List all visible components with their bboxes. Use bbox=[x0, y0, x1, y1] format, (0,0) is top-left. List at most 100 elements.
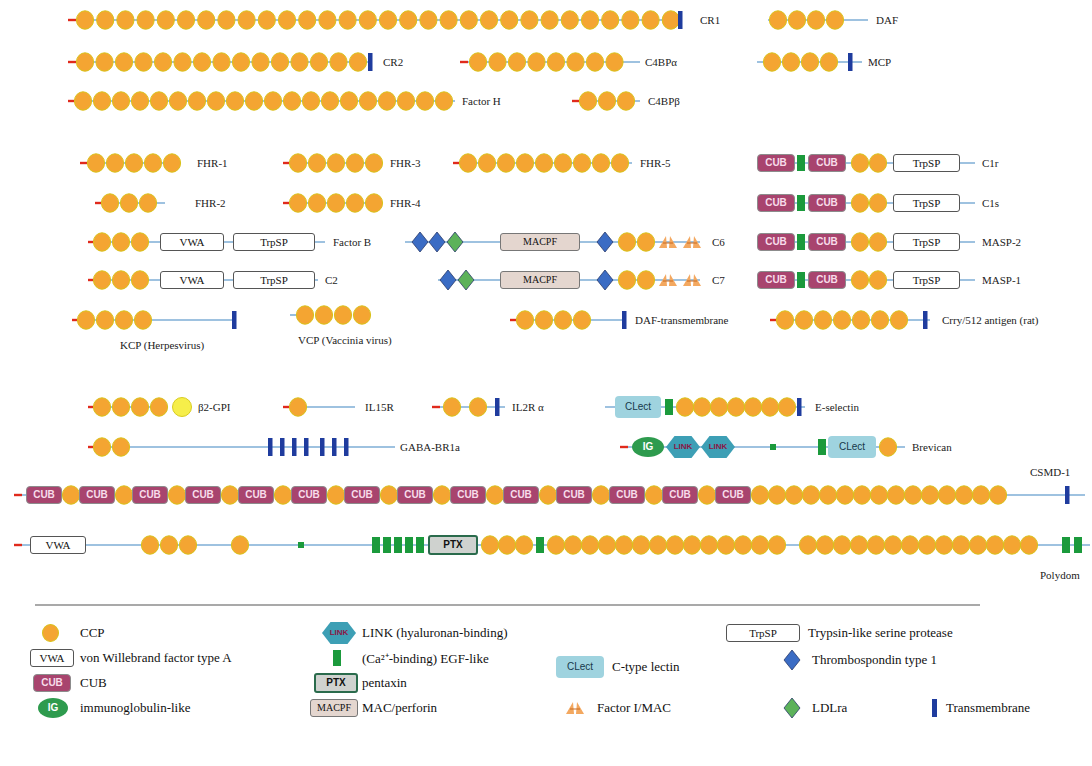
ccp-module bbox=[310, 53, 327, 71]
cub-domain: CUB bbox=[662, 486, 698, 504]
ccp-module bbox=[508, 53, 525, 71]
ccp-module bbox=[188, 92, 205, 110]
transmembrane-bar bbox=[304, 438, 309, 456]
ccp-module bbox=[274, 486, 291, 504]
ccp-module bbox=[131, 398, 148, 416]
domain-name: CUB bbox=[139, 490, 161, 500]
domain-name: CUB bbox=[816, 237, 838, 247]
ccp-module bbox=[870, 486, 887, 504]
ccp-module bbox=[744, 398, 761, 416]
domain-name: CUB bbox=[510, 490, 532, 500]
clect-domain: CLect bbox=[556, 656, 604, 678]
hexagon-shape bbox=[666, 436, 700, 458]
protein-name: DAF bbox=[876, 14, 898, 26]
protein-name: MCP bbox=[868, 56, 891, 68]
ccp-module bbox=[93, 271, 110, 289]
ccp-module bbox=[321, 92, 338, 110]
ccp-module bbox=[137, 11, 154, 29]
ccp-module bbox=[315, 306, 332, 324]
ccp-module bbox=[93, 438, 110, 456]
ccp-module bbox=[819, 486, 836, 504]
ccp-module bbox=[573, 311, 590, 329]
domain-name: VWA bbox=[45, 540, 70, 551]
fimac-module bbox=[687, 243, 697, 244]
domain-name: VWA bbox=[179, 237, 204, 248]
domain-name: CUB bbox=[245, 490, 267, 500]
n-terminus-mark bbox=[572, 100, 580, 102]
transmembrane-bar bbox=[622, 311, 627, 329]
domain-name: CUB bbox=[816, 198, 838, 208]
ccp-module bbox=[938, 486, 955, 504]
ccp-module bbox=[618, 233, 635, 251]
domain-name: CUB bbox=[669, 490, 691, 500]
ccp-module bbox=[134, 311, 151, 329]
ccp-module bbox=[683, 536, 700, 554]
ccp-module bbox=[168, 486, 185, 504]
ccp-module bbox=[768, 536, 785, 554]
transmembrane-bar bbox=[797, 398, 802, 416]
fimac-module bbox=[576, 702, 584, 714]
protein-name: C1s bbox=[982, 197, 999, 209]
ccp-module bbox=[77, 311, 94, 329]
ccp-module bbox=[400, 11, 417, 29]
ccp-module bbox=[154, 53, 171, 71]
ccp-module bbox=[516, 311, 533, 329]
ccp-module bbox=[622, 11, 639, 29]
ccp-module bbox=[751, 536, 768, 554]
ccp-module bbox=[581, 536, 598, 554]
egf-module bbox=[797, 195, 805, 211]
transmembrane-bar bbox=[368, 53, 373, 71]
cub-domain: CUB bbox=[808, 154, 846, 172]
ccp-module bbox=[480, 11, 497, 29]
ccp-module bbox=[93, 233, 110, 251]
ccp-module bbox=[727, 398, 744, 416]
ccp-module bbox=[972, 486, 989, 504]
cub-domain: CUB bbox=[757, 233, 795, 251]
ccp-module bbox=[443, 398, 460, 416]
ccp-module bbox=[213, 53, 230, 71]
box-domain: VWA bbox=[30, 649, 74, 667]
ccp-module bbox=[93, 92, 110, 110]
ccp-module bbox=[131, 92, 148, 110]
egf-module bbox=[416, 537, 424, 553]
ccp-module bbox=[890, 311, 907, 329]
ccp-module bbox=[836, 486, 853, 504]
ccp-module bbox=[776, 311, 793, 329]
ccp-module bbox=[135, 53, 152, 71]
ccp-module bbox=[74, 92, 91, 110]
ccp-module bbox=[666, 536, 683, 554]
domain-name: IG bbox=[643, 442, 654, 452]
egf-module bbox=[536, 537, 544, 553]
ccp-module bbox=[289, 398, 306, 416]
transmembrane-bar bbox=[320, 438, 325, 456]
ccp-module bbox=[788, 11, 805, 29]
domain-name: CUB bbox=[351, 490, 373, 500]
ccp-module bbox=[581, 11, 598, 29]
domain-name: LINK bbox=[709, 443, 728, 451]
ccp-module bbox=[535, 154, 552, 172]
ccp-module bbox=[986, 536, 1003, 554]
ccp-module bbox=[632, 536, 649, 554]
mac-domain: MACPF bbox=[310, 699, 358, 717]
ccp-module bbox=[440, 11, 457, 29]
ccp-module bbox=[833, 311, 850, 329]
ccp-module bbox=[150, 92, 167, 110]
ccp-module bbox=[539, 486, 556, 504]
domain-name: CUB bbox=[41, 678, 63, 688]
fimac-module bbox=[570, 709, 580, 710]
transmembrane-bar bbox=[678, 11, 683, 29]
ccp-module bbox=[734, 536, 751, 554]
ccp-module bbox=[851, 233, 868, 251]
cub-domain: CUB bbox=[808, 271, 846, 289]
ccp-module bbox=[489, 53, 506, 71]
ccp-module bbox=[564, 536, 581, 554]
ccp-module bbox=[710, 398, 727, 416]
egf-module bbox=[405, 537, 413, 553]
fimac-module bbox=[687, 281, 697, 282]
small-egf-mark bbox=[770, 444, 776, 450]
ccp-module bbox=[801, 53, 818, 71]
ig-domain: IG bbox=[38, 698, 68, 718]
protein-name: FHR-1 bbox=[197, 157, 228, 169]
box-domain: VWA bbox=[160, 271, 224, 289]
domain-name: TrpSP bbox=[260, 275, 288, 286]
